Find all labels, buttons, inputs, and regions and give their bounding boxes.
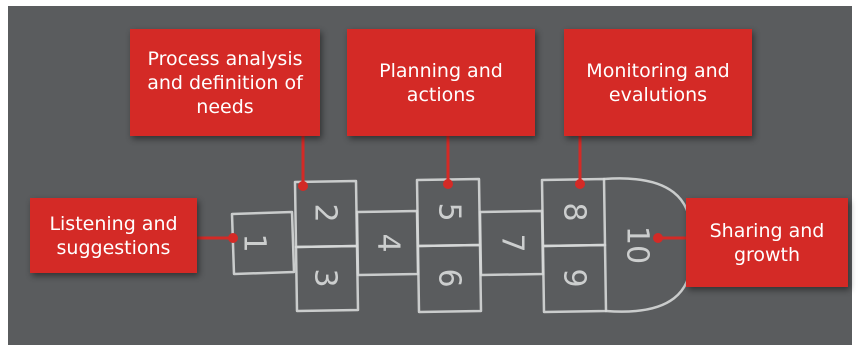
number-3: 3 <box>308 268 343 287</box>
square-1 <box>230 210 296 276</box>
label-listening: Listening and suggestions <box>49 212 178 259</box>
number-1: 1 <box>237 233 272 252</box>
label-box-planning: Planning and actions <box>347 29 535 136</box>
square-3 <box>294 244 360 313</box>
number-2: 2 <box>308 203 343 222</box>
label-sharing: Sharing and growth <box>709 219 825 266</box>
label-box-sharing: Sharing and growth <box>686 198 848 287</box>
label-planning: Planning and actions <box>379 59 503 106</box>
label-box-process: Process analysis and definition of needs <box>130 29 320 136</box>
connectors <box>197 136 686 243</box>
label-box-monitoring: Monitoring and evalutions <box>564 29 752 136</box>
number-9: 9 <box>557 268 592 287</box>
label-monitoring: Monitoring and evalutions <box>586 59 730 106</box>
connector-dot-sharing <box>653 233 663 243</box>
number-8: 8 <box>557 202 592 221</box>
square-6 <box>416 243 483 314</box>
connector-dot-process <box>298 181 308 191</box>
number-4: 4 <box>371 233 406 252</box>
connector-dot-planning <box>443 179 453 189</box>
number-6: 6 <box>432 268 467 287</box>
label-process: Process analysis and definition of needs <box>147 47 303 118</box>
connector-dot-listening <box>228 233 238 243</box>
connector-dot-monitoring <box>575 179 585 189</box>
number-10: 10 <box>620 226 655 264</box>
hopscotch-numbers: 1 2 3 4 5 6 7 8 9 10 <box>237 202 655 287</box>
hopscotch-outline <box>230 177 693 314</box>
label-box-listening: Listening and suggestions <box>30 198 197 273</box>
number-7: 7 <box>495 233 530 252</box>
number-5: 5 <box>432 202 467 221</box>
